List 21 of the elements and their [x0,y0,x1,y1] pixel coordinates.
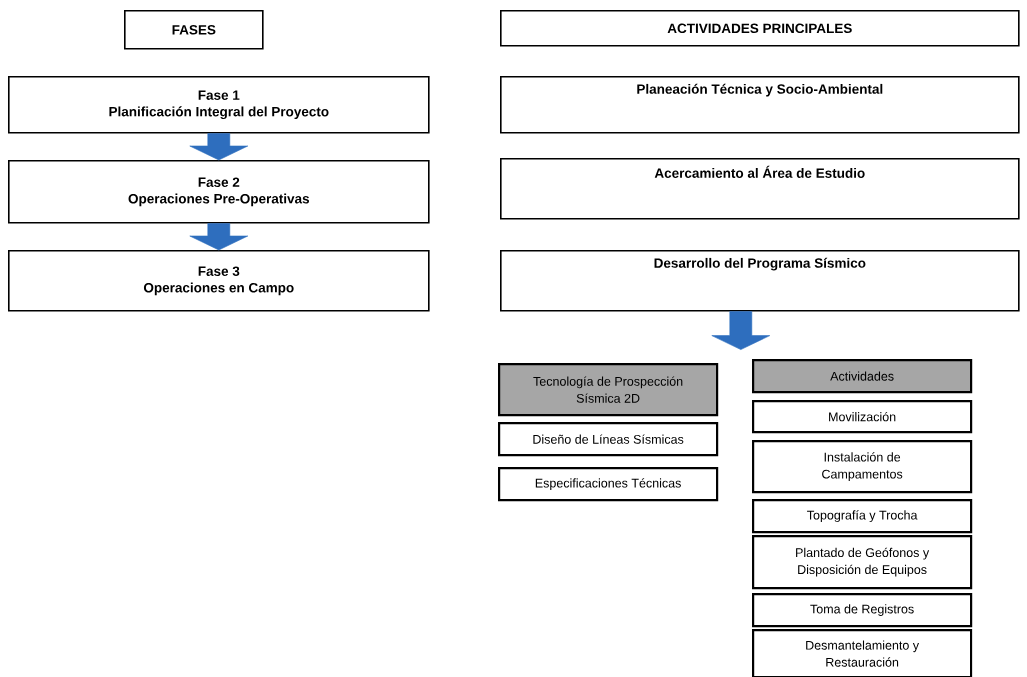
block-arrow [189,133,249,161]
activity-box: Plantado de Geófonos y Disposición de Equipos [752,535,973,590]
activity-box: Desmantelamiento y Restauración [752,629,973,677]
header-box: FASES [124,10,264,50]
activity-box: Especificaciones Técnicas [498,467,719,502]
phase-box: Acercamiento al Área de Estudio [500,158,1020,220]
phase-box: Desarrollo del Programa Sísmico [500,250,1020,312]
block-arrow [711,311,771,350]
phase-box: Fase 3 Operaciones en Campo [8,250,430,312]
activity-box: Toma de Registros [752,593,973,628]
activity-box: Topografía y Trocha [752,499,973,534]
activity-box: Instalación de Campamentos [752,440,973,494]
phase-box: Planeación Técnica y Socio-Ambiental [500,76,1020,134]
phase-box: Fase 2 Operaciones Pre-Operativas [8,160,430,224]
activity-box: Diseño de Líneas Sísmicas [498,422,719,457]
header-box: ACTIVIDADES PRINCIPALES [500,10,1020,47]
phase-box: Fase 1 Planificación Integral del Proyecto [8,76,430,134]
heading-box: Actividades [752,359,973,394]
heading-box: Tecnología de Prospección Sísmica 2D [498,363,719,417]
block-arrow [189,223,249,251]
activity-box: Movilización [752,400,973,434]
